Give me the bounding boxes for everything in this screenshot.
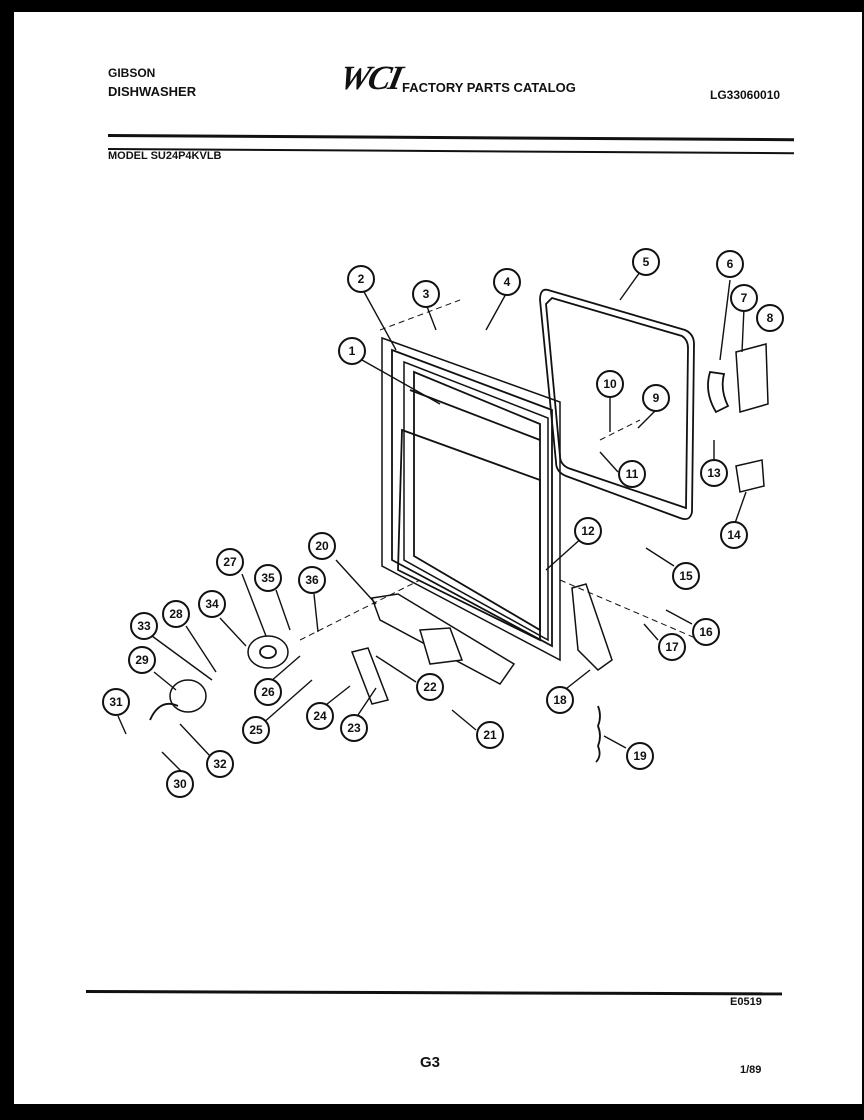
callout-29: 29 (128, 646, 156, 674)
svg-text:19: 19 (633, 749, 647, 763)
vent-assembly (707, 370, 730, 414)
callout-7: 7 (730, 284, 758, 312)
svg-text:13: 13 (707, 466, 721, 480)
svg-text:7: 7 (741, 291, 748, 305)
callout-16: 16 (692, 618, 720, 646)
page-id: G3 (420, 1054, 441, 1071)
svg-text:9: 9 (653, 391, 660, 405)
svg-text:10: 10 (603, 377, 617, 391)
callout-12: 12 (574, 517, 602, 545)
callout-26: 26 (254, 678, 282, 706)
callout-13: 13 (700, 459, 728, 487)
svg-text:29: 29 (135, 653, 149, 667)
latch-bracket (350, 647, 390, 705)
callout-28: 28 (162, 600, 190, 628)
svg-text:3: 3 (423, 287, 430, 301)
model-label: MODEL SU24P4KVLB (108, 150, 222, 162)
svg-text:35: 35 (261, 571, 275, 585)
door-gasket (539, 288, 695, 521)
callout-18: 18 (546, 686, 574, 714)
callout-34: 34 (198, 590, 226, 618)
svg-text:2: 2 (358, 272, 365, 286)
svg-text:6: 6 (727, 257, 734, 271)
vent-cover (735, 343, 769, 413)
svg-text:18: 18 (553, 693, 567, 707)
timer-motor (247, 635, 289, 669)
knob-skirt (149, 702, 179, 721)
svg-text:33: 33 (137, 619, 151, 633)
callout-20: 20 (308, 532, 336, 560)
svg-text:32: 32 (213, 757, 227, 771)
svg-text:11: 11 (626, 467, 639, 481)
callout-9: 9 (642, 384, 670, 412)
callout-17: 17 (658, 633, 686, 661)
svg-text:27: 27 (223, 555, 237, 569)
svg-text:21: 21 (483, 728, 497, 742)
callout-23: 23 (340, 714, 368, 742)
catalog-title: FACTORY PARTS CATALOG (402, 80, 576, 95)
svg-text:16: 16 (699, 625, 713, 639)
product-type: DISHWASHER (108, 84, 197, 99)
svg-text:24: 24 (313, 709, 327, 723)
svg-text:25: 25 (249, 723, 263, 737)
hinge-arm (571, 583, 613, 671)
svg-text:17: 17 (665, 640, 679, 654)
callout-32: 32 (206, 750, 234, 778)
svg-text:34: 34 (205, 597, 219, 611)
svg-text:4: 4 (504, 275, 511, 289)
svg-text:23: 23 (347, 721, 361, 735)
vent-bracket (735, 459, 765, 493)
callout-11: 11 (618, 460, 646, 488)
callout-3: 3 (412, 280, 440, 308)
lower-channel (419, 627, 464, 665)
svg-text:12: 12 (581, 524, 595, 538)
door-inner-liner (397, 360, 549, 642)
knob (169, 679, 207, 713)
callout-10: 10 (596, 370, 624, 398)
svg-text:30: 30 (173, 777, 187, 791)
callout-35: 35 (254, 564, 282, 592)
svg-text:20: 20 (315, 539, 329, 553)
svg-text:28: 28 (169, 607, 183, 621)
svg-text:14: 14 (727, 528, 741, 542)
callout-33: 33 (130, 612, 158, 640)
callout-25: 25 (242, 716, 270, 744)
footer-code: E0519 (730, 996, 762, 1008)
callout-6: 6 (716, 250, 744, 278)
callout-5: 5 (632, 248, 660, 276)
svg-text:26: 26 (261, 685, 275, 699)
door-spring (595, 705, 601, 763)
callout-15: 15 (672, 562, 700, 590)
svg-text:5: 5 (643, 255, 650, 269)
callout-31: 31 (102, 688, 130, 716)
svg-text:36: 36 (305, 573, 319, 587)
catalog-number: LG33060010 (710, 88, 781, 102)
svg-text:15: 15 (679, 569, 693, 583)
callout-24: 24 (306, 702, 334, 730)
callout-4: 4 (493, 268, 521, 296)
svg-text:8: 8 (767, 311, 774, 325)
callout-2: 2 (347, 265, 375, 293)
callout-27: 27 (216, 548, 244, 576)
svg-text:22: 22 (423, 680, 437, 694)
callout-8: 8 (756, 304, 784, 332)
callout-14: 14 (720, 521, 748, 549)
callout-19: 19 (626, 742, 654, 770)
svg-text:31: 31 (109, 695, 123, 709)
brand-name: GIBSON (108, 66, 156, 80)
callout-30: 30 (166, 770, 194, 798)
callout-22: 22 (416, 673, 444, 701)
svg-text:1: 1 (349, 344, 356, 358)
catalog-date: 1/89 (740, 1064, 762, 1076)
callout-21: 21 (476, 721, 504, 749)
callout-36: 36 (298, 566, 326, 594)
callout-1: 1 (338, 337, 366, 365)
